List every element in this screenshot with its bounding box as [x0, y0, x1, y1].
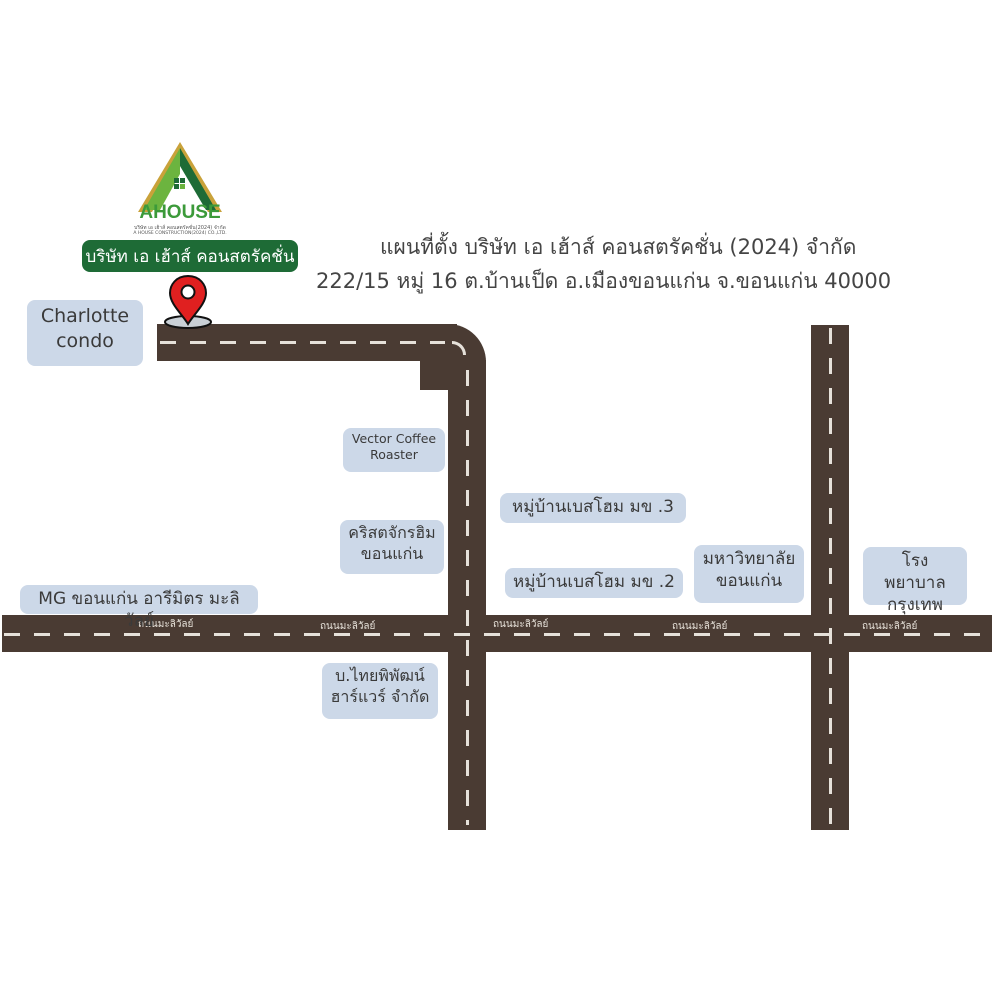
map-title: แผนที่ตั้ง บริษัท เอ เฮ้าส์ คอนสตรัคชั่น…: [380, 235, 857, 259]
landmark-besthome-2: หมู่บ้านเบสโฮม มข .2: [505, 568, 683, 598]
road-name-label: ถนนมะลิวัลย์: [862, 621, 918, 632]
house-logo-icon: [138, 142, 222, 212]
landmark-besthome-3: หมู่บ้านเบสโฮม มข .3: [500, 493, 686, 523]
landmark-charlotte-condo: Charlotte condo: [27, 300, 143, 366]
landmark-bangkok-hospital: โรงพยาบาล กรุงเทพ: [863, 547, 967, 615]
landmark-vector-coffee: Vector Coffee Roaster: [343, 428, 445, 472]
road-name-label: ถนนมะลิวัลย์: [138, 619, 194, 630]
company-name-banner: บริษัท เอ เฮ้าส์ คอนสตรัคชั่น: [82, 240, 298, 272]
maliwan-road-center-line: [4, 633, 990, 636]
top-road-center-line: [160, 341, 445, 344]
curve-dash: [452, 341, 466, 355]
company-location-pin[interactable]: [162, 274, 214, 332]
landmark-kku: มหาวิทยาลัย ขอนแก่น: [694, 545, 804, 603]
road-name-label: ถนนมะลิวัลย์: [493, 619, 549, 630]
brand-subtitle-en: A HOUSE CONSTRUCTION(2024) CO.,LTD.: [133, 231, 227, 236]
road-name-label: ถนนมะลิวัลย์: [672, 621, 728, 632]
left-road-center-line: [466, 370, 469, 825]
brand-name: AHOUSE: [139, 202, 221, 223]
landmark-thaipipat: บ.ไทยพิพัฒน์ ฮาร์แวร์ จำกัด: [322, 663, 438, 719]
road-name-label: ถนนมะลิวัลย์: [320, 621, 376, 632]
map-pin-icon: [164, 274, 212, 329]
landmark-church: คริสตจักรฮิม ขอนแก่น: [340, 520, 444, 574]
address-text: 222/15 หมู่ 16 ต.บ้านเป็ด อ.เมืองขอนแก่น…: [316, 269, 892, 293]
brand-subtitle-th: บริษัท เอ เฮ้าส์ คอนสตรัคชั่น(2024) จำกั…: [134, 225, 226, 231]
landmark-mg-khonkaen: MG ขอนแก่น อารีมิตร มะลิวัลย์: [20, 585, 258, 631]
right-road-center-line: [829, 328, 832, 828]
ahouse-logo: AHOUSE บริษัท เอ เฮ้าส์ คอนสตรัคชั่น(202…: [130, 140, 230, 240]
